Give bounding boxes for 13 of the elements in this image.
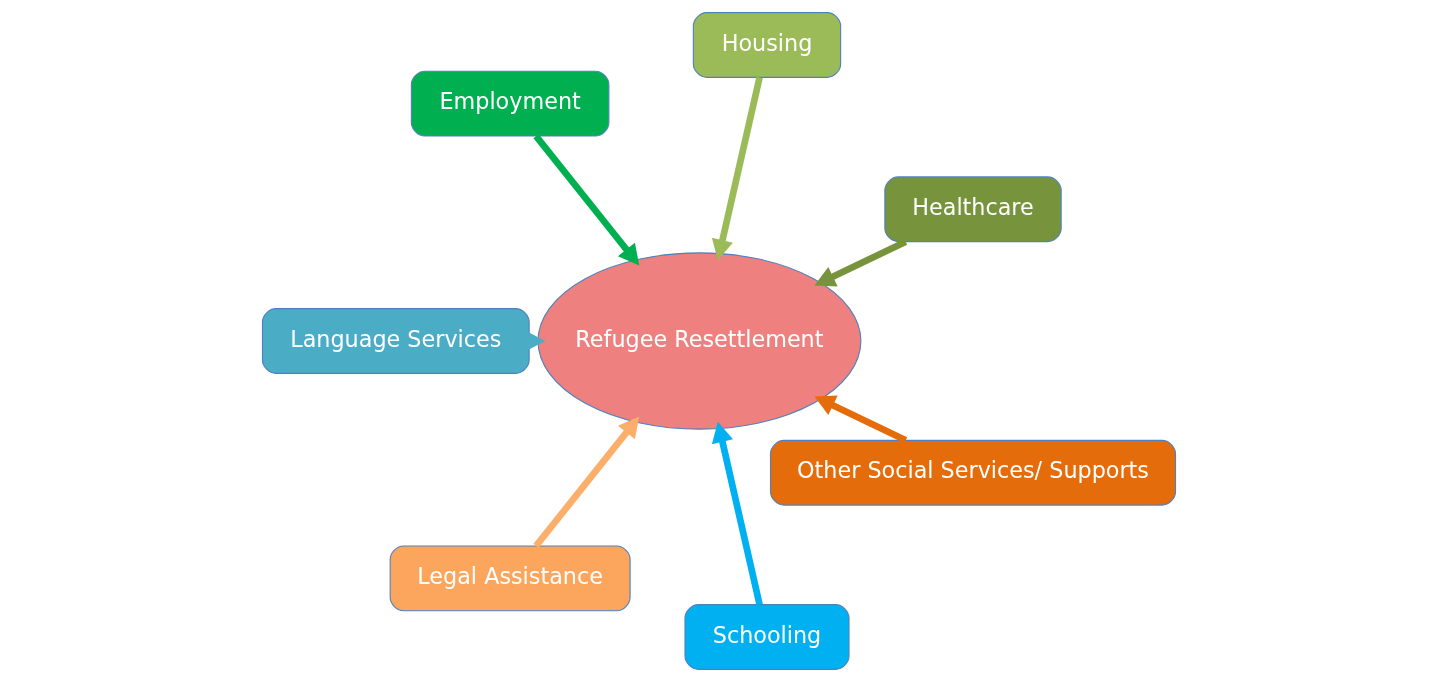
node-box: Schooling [684,604,850,670]
arrow [711,76,763,261]
node-box: Legal Assistance [389,545,631,612]
node-box: Employment [410,70,610,137]
arrow [814,395,908,444]
node-box: Housing [692,12,842,78]
arrow [533,416,640,548]
arrow [814,238,908,287]
node-box: Healthcare [884,176,1062,243]
arrow [711,421,763,606]
node-ellipse: Refugee Resettlement [537,252,862,430]
node-box: Other Social Services/ Supports [769,439,1177,506]
arrow [533,134,640,266]
